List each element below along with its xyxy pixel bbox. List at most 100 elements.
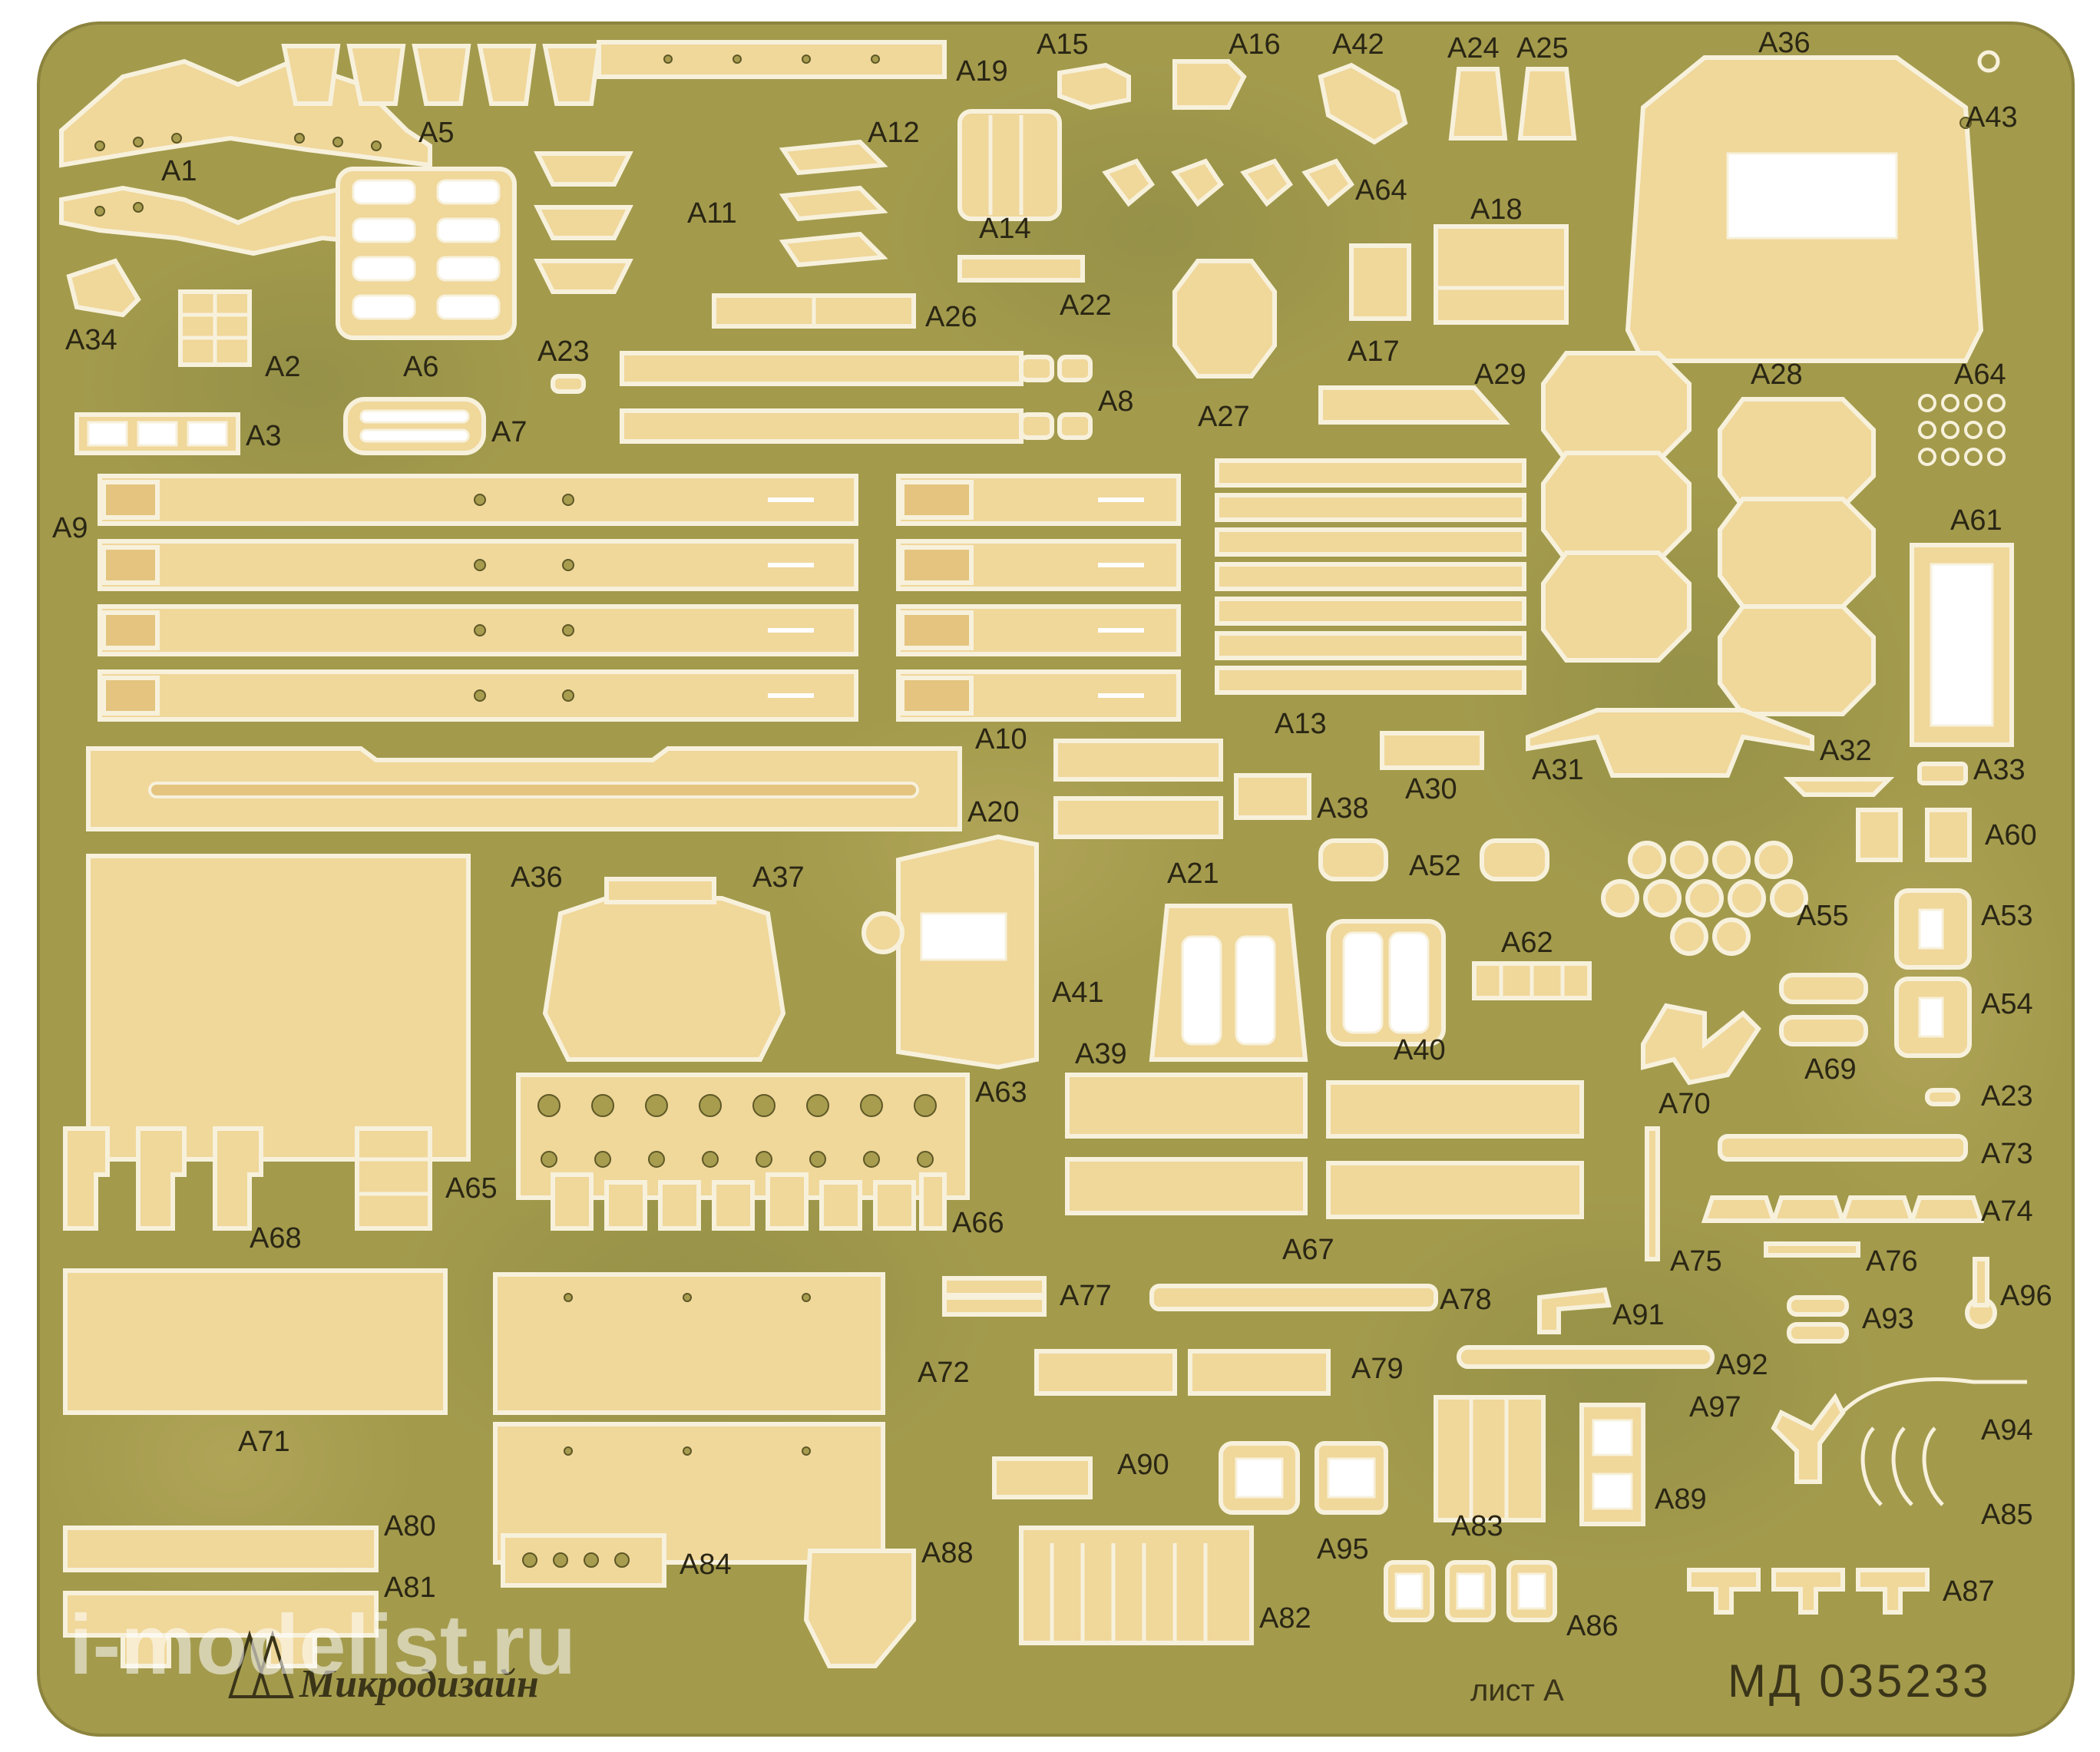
part-a26 (712, 293, 916, 329)
part-a64-rings (1918, 394, 2006, 466)
part-a16 (1172, 59, 1247, 110)
label-a54: A54 (1981, 988, 2033, 1020)
label-a69: A69 (1804, 1053, 1857, 1086)
part-a10-plates (1053, 739, 1223, 839)
product-code: МД 035233 (1728, 1655, 1992, 1707)
label-a64-right: A64 (1954, 359, 2006, 391)
label-a43: A43 (1966, 101, 2018, 134)
part-a18 (1434, 224, 1569, 325)
part-a55 (1601, 841, 1808, 956)
label-a63: A63 (975, 1076, 1027, 1109)
label-a19: A19 (956, 55, 1008, 88)
label-a74: A74 (1981, 1195, 2033, 1228)
label-a73: A73 (1981, 1138, 2033, 1170)
label-a79: A79 (1351, 1353, 1404, 1385)
label-a10: A10 (975, 723, 1027, 755)
label-a42: A42 (1332, 28, 1384, 61)
label-a2: A2 (265, 351, 300, 383)
brand-name: Микродизайн (299, 1662, 539, 1706)
label-a70: A70 (1659, 1088, 1711, 1120)
label-a61: A61 (1950, 504, 2002, 537)
label-a92: A92 (1716, 1349, 1768, 1381)
label-a87: A87 (1943, 1575, 1995, 1608)
label-a1: A1 (161, 155, 197, 187)
part-a13 (1215, 458, 1526, 695)
label-a66: A66 (952, 1207, 1004, 1239)
label-a94: A94 (1981, 1414, 2033, 1446)
part-a65 (355, 1126, 432, 1231)
label-a11: A11 (687, 197, 737, 230)
part-a36-small-shield (542, 877, 786, 1062)
part-a17 (1349, 243, 1411, 321)
part-a69 (1779, 973, 1868, 1046)
label-a71: A71 (238, 1426, 290, 1458)
label-a68: A68 (250, 1222, 302, 1254)
watermark: i-modelist.ru (69, 1598, 576, 1692)
label-a78: A78 (1440, 1284, 1492, 1316)
label-a25: A25 (1516, 32, 1569, 64)
part-a73 (1718, 1134, 1968, 1162)
part-a66 (551, 1172, 947, 1231)
label-a72: A72 (918, 1357, 970, 1389)
label-a6: A6 (403, 351, 438, 383)
label-a67: A67 (1282, 1234, 1334, 1266)
label-a23-top: A23 (537, 336, 590, 368)
label-a27: A27 (1198, 401, 1250, 433)
part-a11 (534, 151, 633, 294)
part-a76 (1764, 1241, 1860, 1258)
label-a20: A20 (967, 796, 1020, 828)
part-a83 (1434, 1395, 1546, 1522)
label-a33: A33 (1973, 754, 2026, 786)
label-a22: A22 (1060, 289, 1112, 322)
label-a55: A55 (1797, 900, 1849, 932)
label-a36-mid: A36 (511, 861, 563, 894)
label-a80: A80 (384, 1510, 436, 1542)
label-a91: A91 (1612, 1299, 1665, 1331)
label-a90: A90 (1117, 1449, 1169, 1481)
label-a15: A15 (1037, 28, 1089, 61)
label-a13: A13 (1275, 708, 1327, 740)
label-a38: A38 (1317, 792, 1369, 825)
label-a96: A96 (2000, 1280, 2052, 1312)
part-labels: A1 A5 A19 A15 A16 A42 A24 A25 A36 A43 A1… (52, 27, 2052, 1642)
part-a89 (1579, 1403, 1645, 1526)
label-a30: A30 (1405, 773, 1457, 805)
part-a79 (1034, 1349, 1331, 1396)
label-a21: A21 (1167, 858, 1219, 890)
brand-logo-icon (228, 1630, 294, 1698)
part-a31 (1526, 708, 1814, 778)
label-a60: A60 (1985, 819, 2037, 851)
part-a52 (1318, 838, 1549, 881)
part-a22 (957, 255, 1085, 283)
part-a33 (1917, 762, 1968, 785)
label-a14: A14 (979, 213, 1031, 245)
label-a93: A93 (1862, 1303, 1914, 1335)
label-a41: A41 (1052, 977, 1104, 1009)
label-a64-top: A64 (1355, 174, 1407, 207)
label-a17: A17 (1348, 336, 1400, 368)
label-a77: A77 (1060, 1280, 1112, 1312)
label-a39: A39 (1075, 1038, 1127, 1070)
label-a95: A95 (1317, 1533, 1369, 1565)
label-a76: A76 (1866, 1245, 1918, 1278)
label-a32: A32 (1820, 735, 1872, 767)
part-a25 (1517, 67, 1577, 140)
label-a16: A16 (1229, 28, 1281, 61)
label-a52: A52 (1409, 850, 1461, 882)
label-a75: A75 (1670, 1245, 1722, 1278)
part-a32 (1783, 777, 1895, 797)
part-a94 (1834, 1377, 2027, 1422)
label-a82: A82 (1259, 1602, 1311, 1635)
label-a97: A97 (1689, 1391, 1741, 1423)
part-a20 (86, 746, 962, 831)
part-a71 (63, 1268, 448, 1415)
label-a8: A8 (1098, 385, 1133, 418)
part-a5 (281, 44, 602, 106)
part-a71-plate (86, 854, 471, 1162)
sheet-name: лист А (1470, 1674, 1564, 1707)
part-a12 (779, 139, 888, 268)
part-a41 (861, 834, 1039, 1070)
part-a85 (1860, 1426, 1944, 1506)
part-a34 (66, 258, 141, 318)
